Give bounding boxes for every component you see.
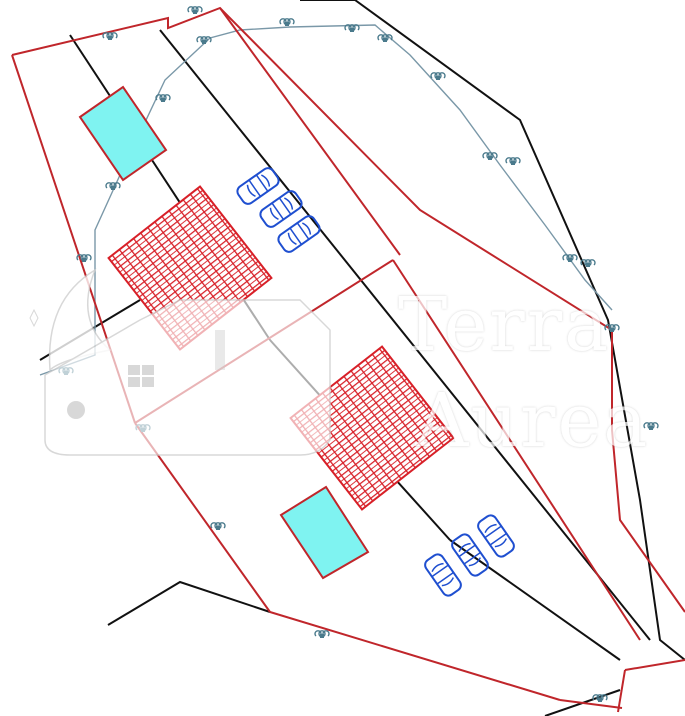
marker-icon [187,6,203,15]
marker-icon [279,18,295,27]
survey-path [39,24,613,376]
cars-north [234,164,323,256]
car-icon [234,164,282,208]
car-icon [421,551,465,599]
watermark-logo [29,268,331,456]
marker-icon [196,36,212,45]
pool-north [78,85,168,182]
marker-icon [210,522,226,531]
car-icon [474,512,518,560]
marker-icon [314,630,330,639]
marker-icon [505,157,521,166]
marker-icon [430,72,446,81]
marker-icon [105,182,121,191]
marker-icon [643,422,659,431]
house-south [289,345,455,511]
marker-icon [562,254,578,263]
pool-south [279,485,370,580]
